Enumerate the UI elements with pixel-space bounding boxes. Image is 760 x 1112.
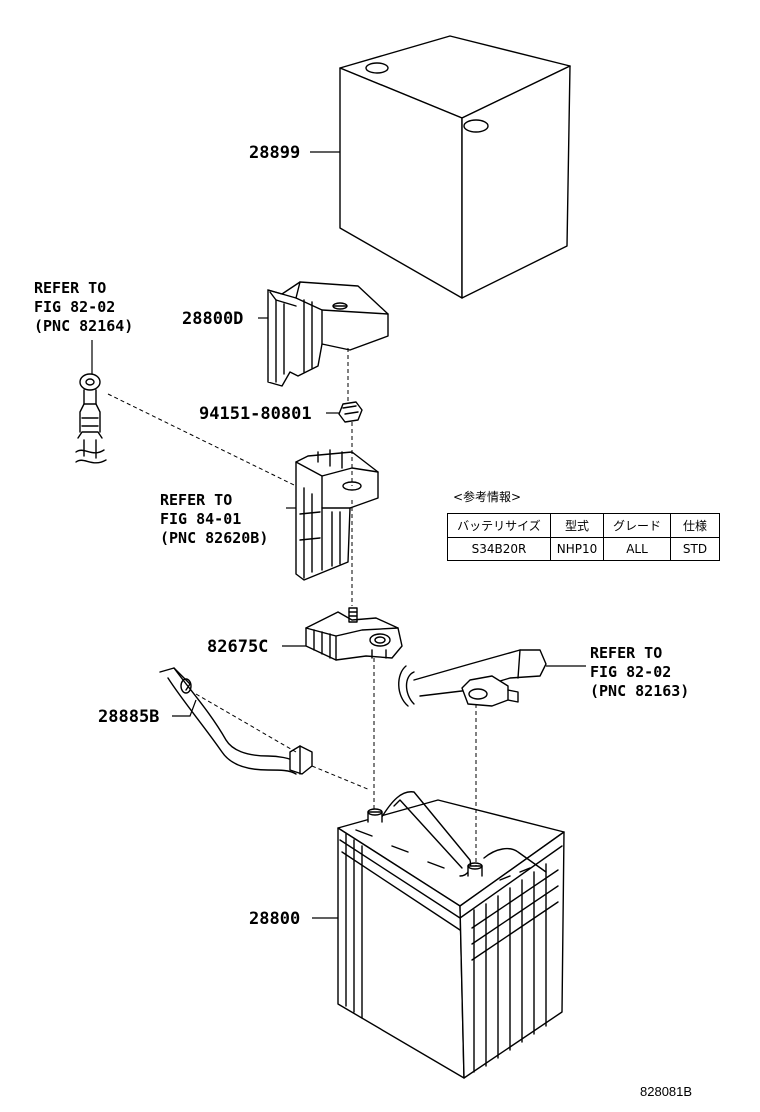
- battery-spec-table: バッテリサイズ 型式 グレード 仕様 S34B20R NHP10 ALL STD: [447, 513, 720, 561]
- reference-line-1: REFER TO: [34, 279, 106, 297]
- battery-cable: [159, 667, 313, 775]
- info-title: <参考情報>: [453, 490, 522, 504]
- part-label-28800d: 28800D: [182, 309, 243, 329]
- table-header-row: バッテリサイズ 型式 グレード 仕様: [447, 513, 720, 538]
- header-model: 型式: [550, 513, 604, 538]
- reference-line-2: FIG 84-01: [160, 510, 241, 528]
- header-grade: グレード: [603, 513, 671, 538]
- relay-bracket-cover: [295, 449, 379, 581]
- cell-grade: ALL: [603, 537, 671, 561]
- part-label-94151-80801: 94151-80801: [199, 404, 312, 424]
- reference-line-1: REFER TO: [160, 491, 232, 509]
- ground-cable: [75, 373, 107, 464]
- cell-battery-size: S34B20R: [447, 537, 551, 561]
- reference-line-3: (PNC 82163): [590, 682, 689, 700]
- terminal-clamp: [305, 607, 403, 661]
- clamp-cover: [267, 281, 389, 387]
- part-label-82675c: 82675C: [207, 637, 268, 657]
- part-label-28899: 28899: [249, 143, 300, 163]
- reference-line-2: FIG 82-02: [34, 298, 115, 316]
- figure-id: 828081B: [640, 1084, 692, 1099]
- header-spec: 仕様: [670, 513, 720, 538]
- hex-nut: [338, 401, 363, 423]
- reference-info-block: <参考情報> バッテリサイズ 型式 グレード 仕様 S34B20R NHP10 …: [447, 488, 720, 561]
- reference-note-82163: REFER TO FIG 82-02 (PNC 82163): [590, 644, 689, 700]
- reference-line-1: REFER TO: [590, 644, 662, 662]
- reference-note-82620b: REFER TO FIG 84-01 (PNC 82620B): [160, 491, 268, 547]
- table-row: S34B20R NHP10 ALL STD: [447, 537, 720, 561]
- header-battery-size: バッテリサイズ: [447, 513, 551, 538]
- reference-line-2: FIG 82-02: [590, 663, 671, 681]
- leader-lines: [91, 151, 586, 919]
- cell-model: NHP10: [550, 537, 604, 561]
- battery-cover-box: [339, 35, 571, 299]
- positive-cable: [398, 649, 547, 707]
- battery: [337, 791, 565, 1079]
- part-label-28800: 28800: [249, 909, 300, 929]
- reference-line-3: (PNC 82620B): [160, 529, 268, 547]
- reference-line-3: (PNC 82164): [34, 317, 133, 335]
- reference-note-82164: REFER TO FIG 82-02 (PNC 82164): [34, 279, 133, 335]
- guide-lines: [107, 348, 477, 866]
- part-label-28885b: 28885B: [98, 707, 159, 727]
- cell-spec: STD: [670, 537, 720, 561]
